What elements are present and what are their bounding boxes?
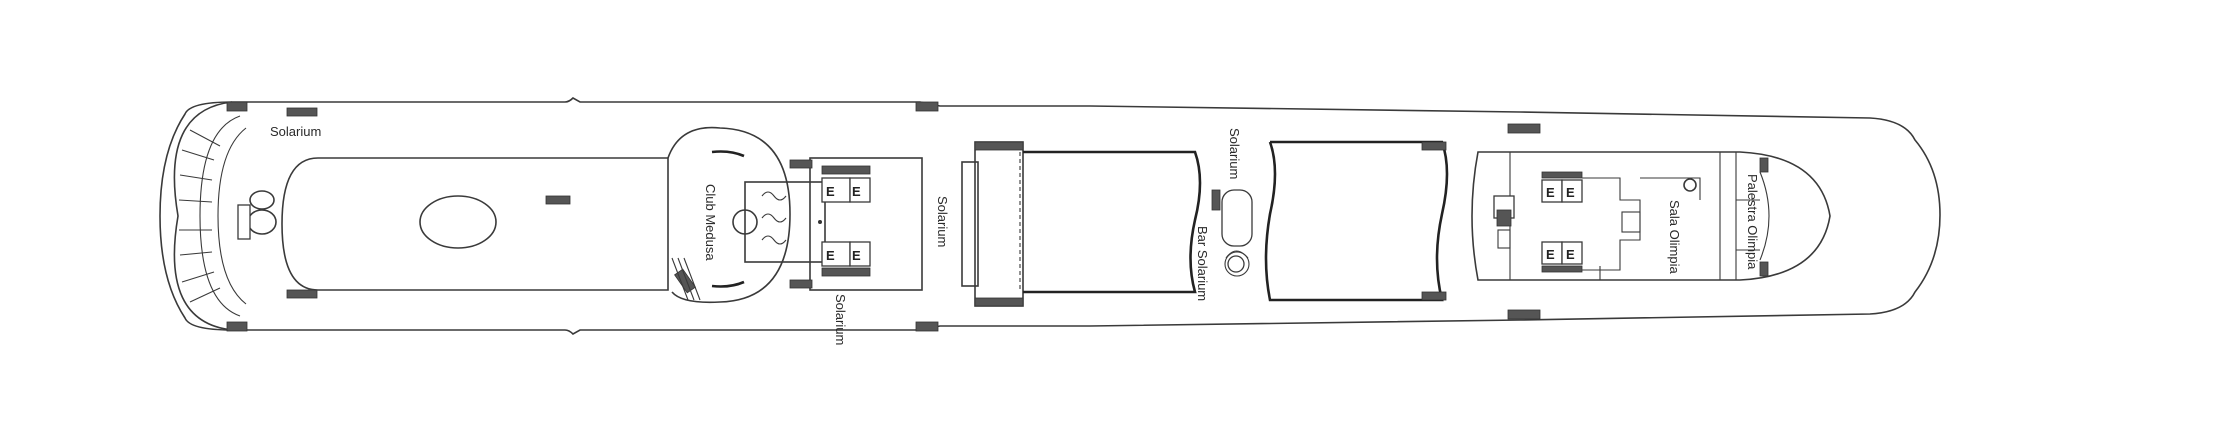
club-medusa-bar [732,181,826,263]
forward-interior-walls [1582,152,1770,280]
solarium-pool-right [1264,140,1449,302]
elevator-e6: E [1566,185,1575,200]
aft-terrace [173,101,247,331]
label-palestra-olimpia: Palestra Olimpia [1745,174,1760,270]
aft-pool-deck [281,157,669,291]
label-solarium-lower: Solarium [833,294,848,345]
label-solarium-aft: Solarium [270,124,321,139]
club-medusa-area [667,126,791,304]
label-club-medusa: Club Medusa [703,184,718,261]
elevator-e8: E [1566,247,1575,262]
aft-pool [419,195,497,249]
elevator-bank-forward: E E E E [1541,171,1583,273]
solarium-pool-left [961,141,1202,307]
aft-deck-ornament [237,190,277,240]
elevator-e3: E [826,248,835,263]
ship-hull-outline [159,97,1941,335]
label-solarium-upper: Solarium [1227,128,1242,179]
elevator-e5: E [1546,185,1555,200]
forward-gym-area [1471,151,1831,281]
forward-stair-bottom [1507,309,1541,320]
elevator-e2: E [852,184,861,199]
forward-stair-top [1507,123,1541,134]
pool-steps [545,195,571,205]
label-bar-solarium: Bar Solarium [1195,226,1210,301]
aft-railing-bottom [286,289,318,299]
midship-stair-bottom [915,321,939,332]
bow-stair-bottom [1759,261,1769,277]
elevator-bank-aft: E E E E [789,157,923,291]
label-sala-olimpia: Sala Olimpia [1667,200,1682,274]
elevator-e1: E [826,184,835,199]
midship-stair-top [915,101,939,112]
bow-stair-top [1759,157,1769,173]
label-solarium-mid: Solarium [935,196,950,247]
aft-railing-top [286,107,318,117]
aft-stair-bottom [226,321,248,332]
elevator-e4: E [852,248,861,263]
elevator-e7: E [1546,247,1555,262]
bar-solarium [1211,189,1253,277]
aft-stair-top [226,101,248,112]
